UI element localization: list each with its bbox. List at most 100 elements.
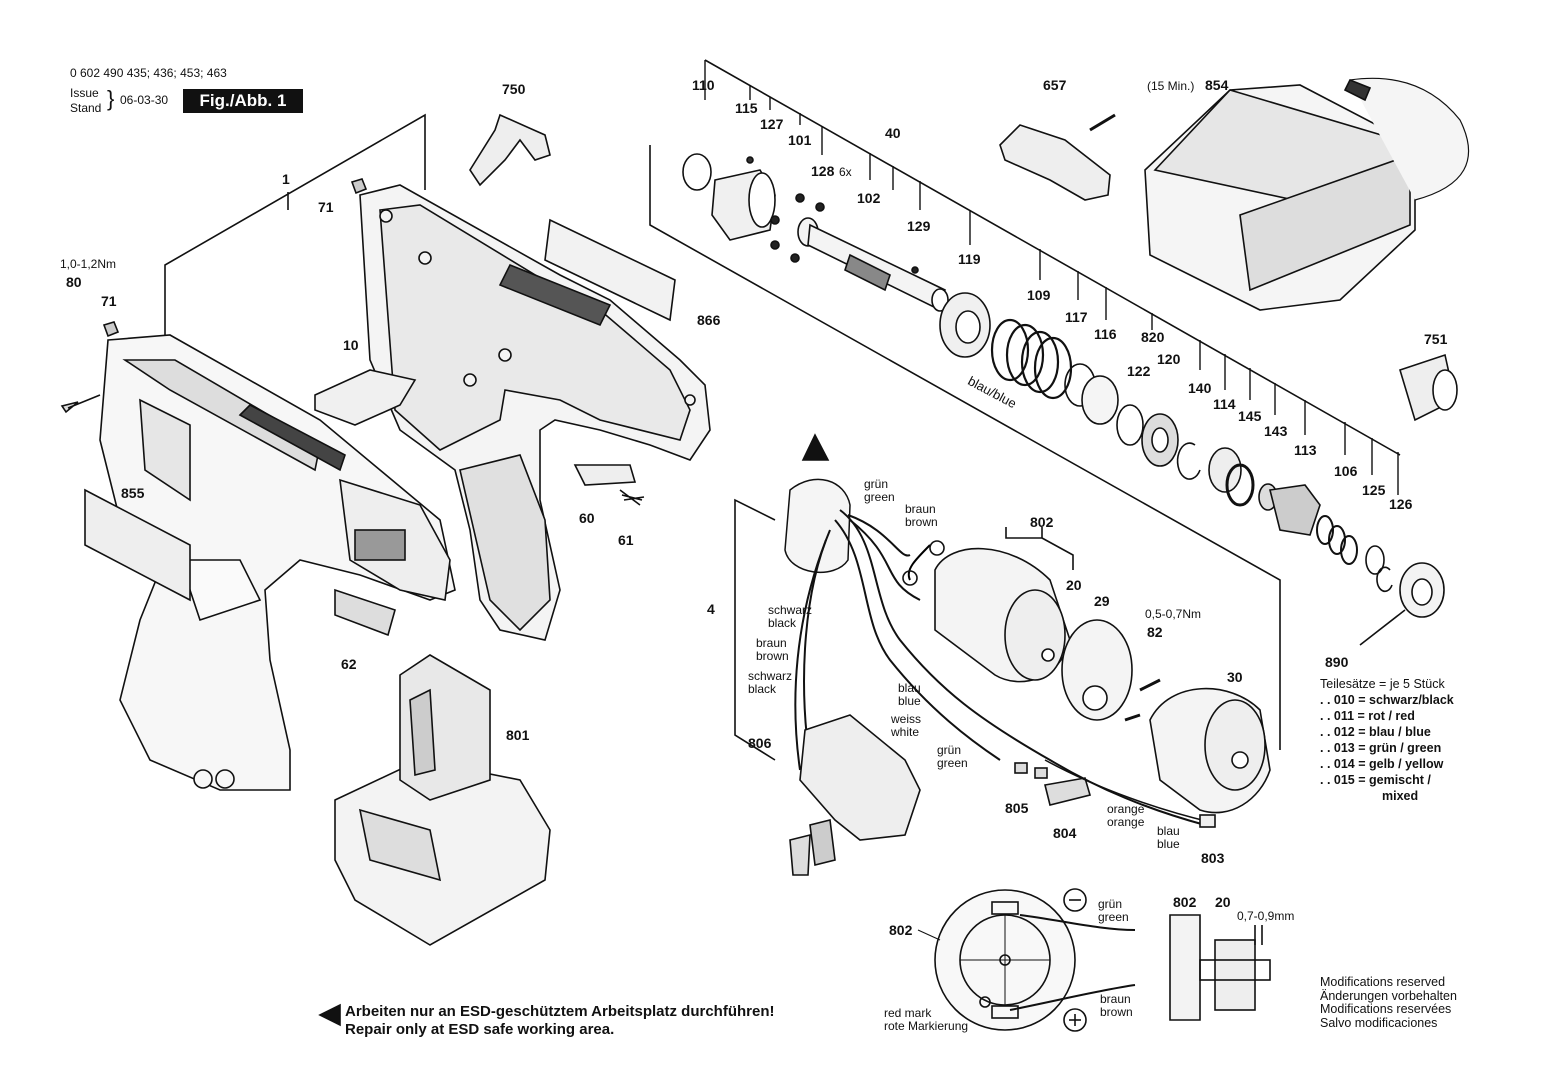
part-129: 129: [907, 218, 931, 234]
part-890: 890: [1325, 654, 1349, 670]
balls-128: [770, 193, 825, 263]
part-4: 4: [707, 601, 715, 617]
bracket-802: [1005, 527, 1074, 570]
triangle-marker: [801, 433, 830, 461]
nut-71b: [102, 321, 120, 338]
part-140: 140: [1188, 380, 1212, 396]
chuck-ticks: [704, 60, 1399, 495]
part-10: [314, 369, 417, 426]
part-855: 855: [121, 485, 145, 501]
part-119: 119: [958, 251, 981, 267]
issue-date: 06-03-30: [120, 93, 169, 107]
plus-symbol: [929, 540, 945, 556]
part-125: 125: [1362, 482, 1386, 498]
part-802: 802: [1030, 514, 1054, 530]
bracket-1: [164, 113, 426, 345]
plate-29: [1061, 619, 1133, 721]
screw-80: [60, 394, 101, 414]
part-62: 62: [341, 656, 357, 672]
ring-122: [1116, 404, 1144, 446]
issue-label: Issue: [70, 86, 99, 100]
part-143: 143: [1264, 423, 1288, 439]
label-866: [544, 218, 676, 322]
sleeve-113: [1269, 484, 1321, 536]
motor-end-view: [917, 888, 1136, 1032]
clip-126: [1376, 566, 1393, 593]
part-117: 117: [1065, 309, 1088, 325]
figure-label: Fig./Abb. 1: [183, 89, 303, 113]
part-109: 109: [1027, 287, 1051, 303]
gap-value: 0,7-0,9mm: [1237, 909, 1295, 923]
parts-set-legend: Teilesätze = je 5 Stück . . 010 = schwar…: [1320, 676, 1454, 804]
ball-115: [746, 156, 754, 164]
part-750: 750: [502, 81, 526, 97]
clip-140: [1176, 442, 1201, 480]
part-802-detail: 802: [889, 922, 913, 938]
model-numbers: 0 602 490 435; 436; 453; 463: [70, 66, 227, 80]
part-120: 120: [1157, 351, 1181, 367]
part-1: 1: [282, 171, 290, 187]
esd-arrow: [318, 1003, 341, 1027]
screws-82: [1124, 678, 1161, 722]
bracket-4: [734, 498, 776, 761]
part-801: 801: [506, 727, 530, 743]
torque-80: 1,0-1,2Nm: [60, 257, 117, 271]
part-20: 20: [1066, 577, 1082, 593]
spindle-102: [797, 217, 949, 312]
ring-116: [1081, 375, 1119, 425]
nut-71a: [350, 178, 368, 195]
ring-125: [1365, 545, 1385, 575]
legend-title: Teilesätze = je 5 Stück: [1320, 677, 1445, 691]
part-71a: 71: [318, 199, 334, 215]
housing-right: [359, 184, 711, 641]
part-145: 145: [1238, 408, 1262, 424]
part-127: 127: [760, 116, 784, 132]
part-820: 820: [1141, 329, 1165, 345]
gearbox-30: [1149, 687, 1271, 814]
part-20-gap: 20: [1215, 894, 1231, 910]
spring-109: [990, 318, 1073, 400]
part-71b: 71: [101, 293, 117, 309]
charger-854: [1144, 77, 1470, 311]
battery-801: [334, 654, 551, 946]
washer-119: [939, 292, 991, 358]
part-61: 61: [618, 532, 634, 548]
sleeve-751: [1399, 353, 1458, 422]
ball-129: [911, 266, 919, 274]
qty-128: 6x: [839, 165, 852, 179]
mod-de: Änderungen vorbehalten: [1320, 988, 1457, 1003]
part-804: 804: [1053, 825, 1077, 841]
torque-82: 0,5-0,7Nm: [1145, 607, 1202, 621]
gap-detail: [1169, 914, 1271, 1021]
switch-806: [789, 714, 921, 876]
part-128: 128: [811, 163, 835, 179]
part-110: 110: [692, 77, 715, 93]
legend-row-011: . . 011 = rot / red: [1320, 709, 1415, 723]
housing-left: [99, 334, 456, 791]
part-102: 102: [857, 190, 881, 206]
part-116: 116: [1094, 326, 1117, 342]
part-114: [1208, 447, 1242, 493]
part-82: 82: [1147, 624, 1163, 640]
gear-120: [1141, 413, 1179, 467]
part-115: 115: [735, 100, 758, 116]
minus-symbol: [902, 570, 918, 586]
esd-notice: Arbeiten nur an ESD-geschütztem Arbeitsp…: [345, 1003, 775, 1039]
legend-row-014: . . 014 = gelb / yellow: [1320, 757, 1444, 771]
part-10: 10: [343, 337, 359, 353]
washer-890: [1399, 562, 1445, 618]
motor-802: [934, 547, 1071, 683]
chuck-bracket: [649, 145, 1281, 750]
part-806: 806: [748, 735, 772, 751]
part-126: 126: [1389, 496, 1413, 512]
